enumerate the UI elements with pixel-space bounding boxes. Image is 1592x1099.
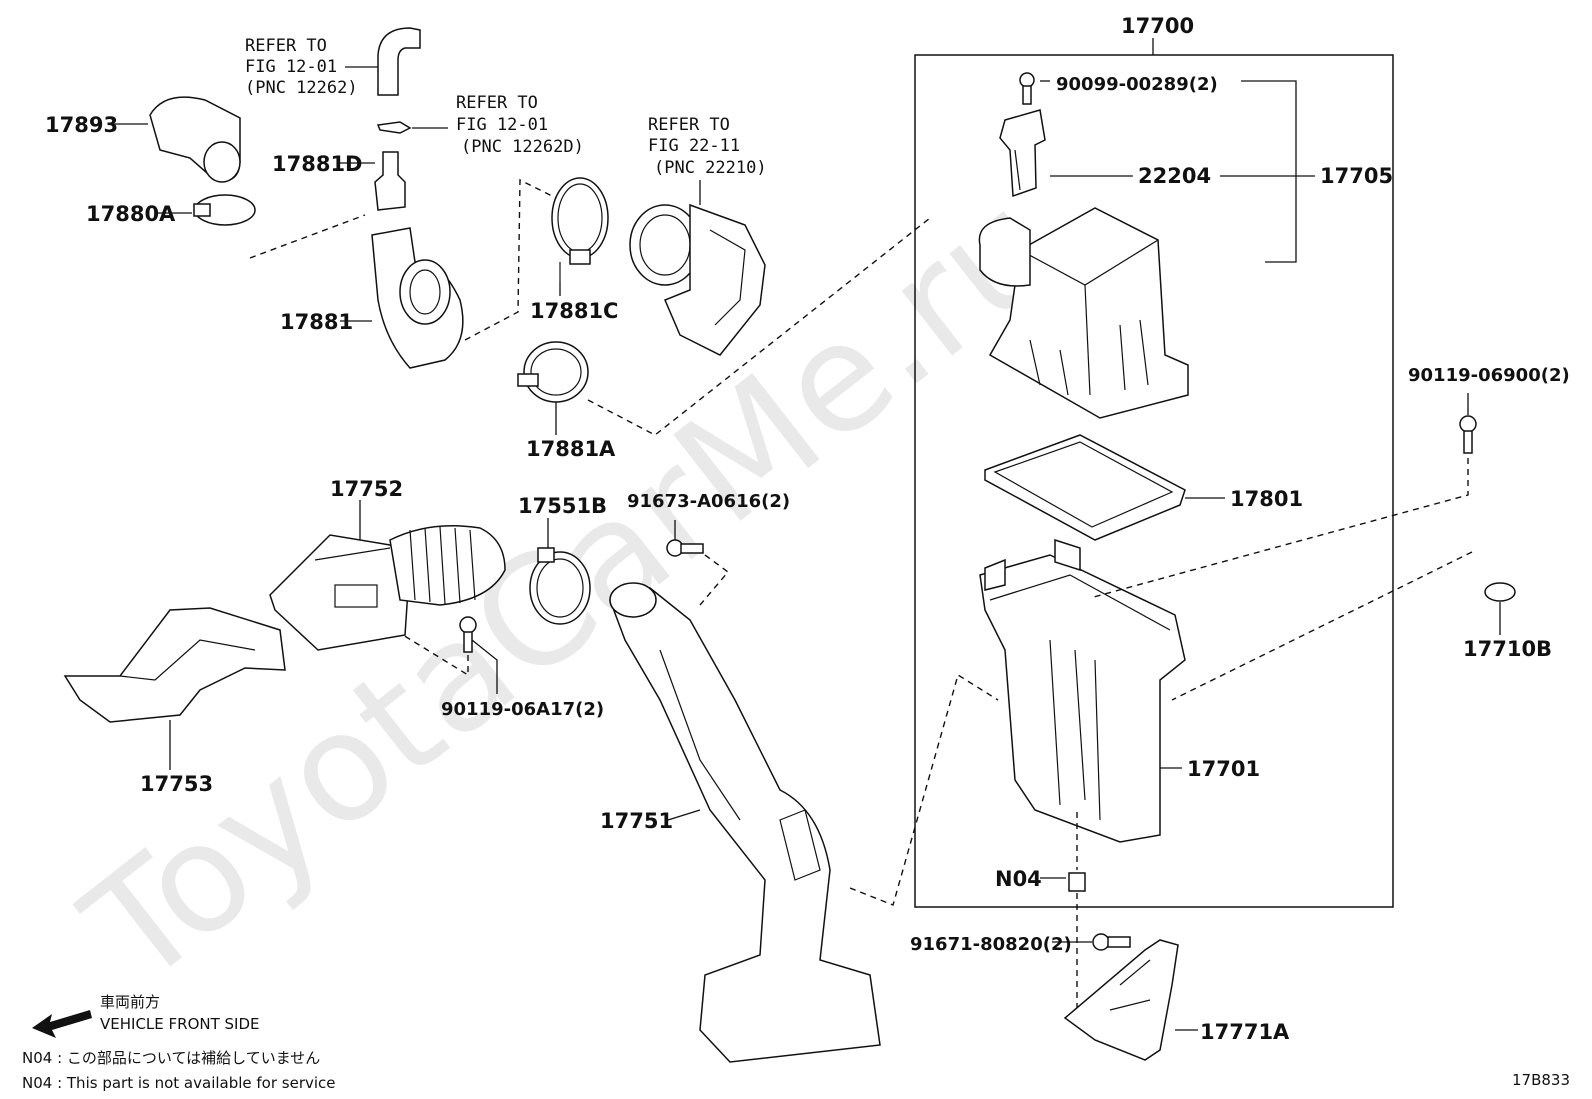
ref-label: FIG 12-01 [456,115,548,135]
label-17881C: 17881C [530,299,618,323]
label-17893: 17893 [45,113,118,137]
throttle-body-ref [629,203,766,356]
bracket-17771A[interactable] [1063,939,1179,1061]
screw-90099-00289[interactable] [1019,72,1035,105]
label-17705: 17705 [1320,164,1393,188]
hose-17881[interactable] [371,227,464,369]
air-cleaner-case-17701[interactable] [979,538,1186,843]
label-17881: 17881 [280,310,353,334]
ref-label: REFER TO [245,36,327,56]
assembly-frame-17700 [914,54,1394,908]
label-90119-06900: 90119-06900(2) [1408,365,1570,386]
label-17751: 17751 [600,809,673,833]
resonator-17893[interactable] [149,96,241,183]
label-90099-00289: 90099-00289(2) [1056,74,1218,95]
label-17753: 17753 [140,772,213,796]
bolt-90119-06900[interactable] [1459,415,1477,454]
label-17752: 17752 [330,477,403,501]
label-17881D: 17881D [272,152,363,176]
intake-duct-17751[interactable] [609,582,881,1063]
ref-label: REFER TO [648,115,730,135]
vehicle-front-en: VEHICLE FRONT SIDE [100,1015,260,1033]
clamp-17881C[interactable] [551,177,609,282]
note-n04-jp: N04 : この部品については補給していません [22,1049,320,1067]
label-91671-80820: 91671-80820(2) [910,934,1072,955]
label-17710B: 17710B [1463,637,1552,661]
hose-upper-ref [377,27,421,96]
grommet-17710B[interactable] [1484,582,1516,602]
air-cleaner-cap[interactable] [978,207,1189,419]
air-inlet-17752[interactable] [269,524,506,651]
clamp-17881A[interactable] [517,341,589,403]
clamp-17551B[interactable] [529,547,591,625]
part-N04[interactable] [1068,872,1086,892]
bolt-90119-06A17[interactable] [459,616,477,653]
label-22204: 22204 [1138,164,1211,188]
label-17801: 17801 [1230,487,1303,511]
hose-17881D[interactable] [374,151,406,211]
label-90119-06A17: 90119-06A17(2) [441,699,604,720]
airflow-meter-22204[interactable] [999,109,1046,198]
ref-block-12262D: REFER TO FIG 12-01 (PNC 12262D) [456,93,584,157]
air-filter-element-17801[interactable] [984,434,1186,541]
label-91673-A0616: 91673-A0616(2) [627,491,790,512]
ref-block-22210: REFER TO FIG 22-11 (PNC 22210) [648,115,767,178]
ref-label: REFER TO [456,93,538,113]
label-N04: N04 [995,867,1042,891]
vehicle-front-jp: 車両前方 [100,993,160,1011]
clamp-17880A[interactable] [193,194,256,226]
label-17551B: 17551B [518,494,607,518]
label-17881A: 17881A [526,437,616,461]
note-n04-en: N04 : This part is not available for ser… [22,1074,336,1092]
label-17880A: 17880A [86,202,176,226]
label-17771A: 17771A [1200,1020,1290,1044]
duct-17753[interactable] [63,607,286,723]
label-17700: 17700 [1121,14,1194,38]
diagram-code: 17B833 [1512,1071,1570,1089]
front-direction-arrow-icon [32,1010,92,1038]
bolt-91671-80820[interactable] [1092,933,1131,951]
ref-label: FIG 12-01 [245,57,337,77]
ref-label: (PNC 12262) [245,78,358,98]
ref-label: FIG 22-11 [648,136,740,156]
label-17701: 17701 [1187,757,1260,781]
ref-label: (PNC 22210) [654,158,767,178]
ref-block-12262: REFER TO FIG 12-01 (PNC 12262) [245,36,358,98]
clip-ref-12262D [376,121,412,134]
ref-label: (PNC 12262D) [461,137,584,157]
